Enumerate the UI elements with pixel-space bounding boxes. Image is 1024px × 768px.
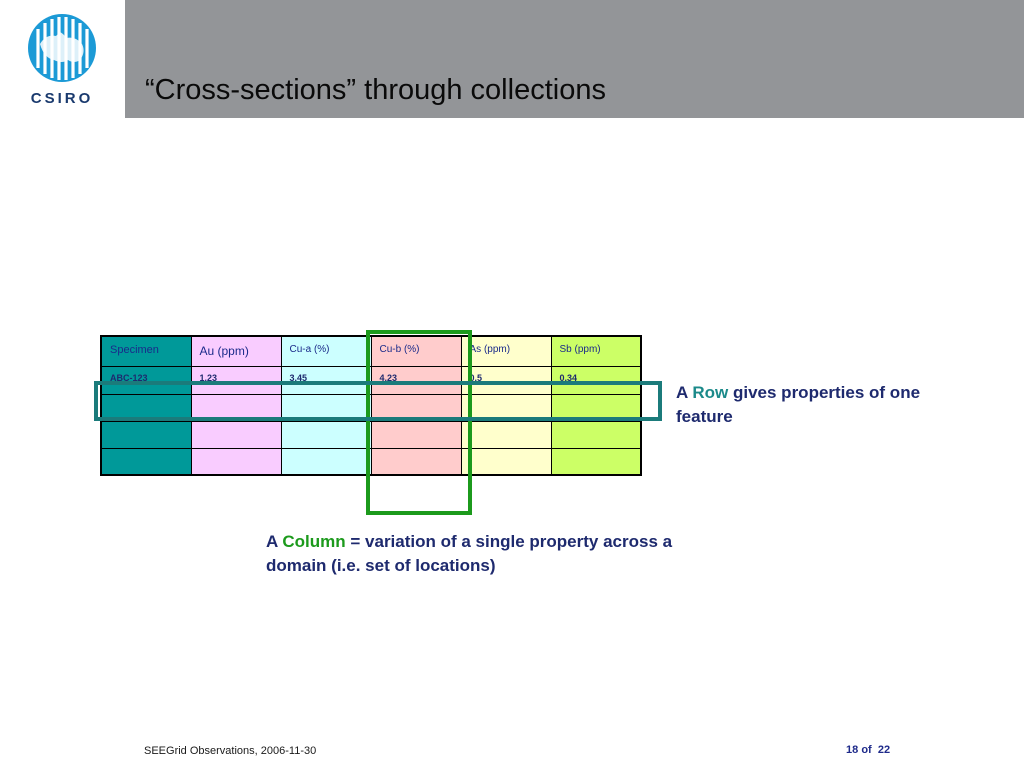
table-cell [550, 393, 642, 422]
table-cell [460, 420, 552, 449]
table-row: ABC-123 1.23 3.45 4.23 0.5 0.34 [100, 365, 642, 395]
data-table: Specimen Au (ppm) Cu-a (%) Cu-b (%) As (… [100, 335, 642, 476]
table-cell [280, 420, 372, 449]
table-cell [370, 393, 462, 422]
table-row [100, 447, 642, 476]
table-cell [460, 447, 552, 476]
csiro-logo-icon [28, 14, 96, 82]
table-row [100, 420, 642, 449]
table-cell [550, 447, 642, 476]
column-highlight-box [366, 330, 472, 515]
csiro-logo: CSIRO [20, 14, 104, 107]
column-caption-rest: = variation of a single property across … [266, 532, 673, 575]
table-row [100, 393, 642, 422]
table-cell: 1.23 [190, 365, 282, 395]
column-caption-prefix: A [266, 532, 283, 551]
header-cell-cu-b: Cu-b (%) [370, 335, 462, 367]
table-cell: 3.45 [280, 365, 372, 395]
row-caption-rest: gives properties of one feature [676, 383, 921, 426]
table-cell [280, 447, 372, 476]
header-cell-as: As (ppm) [460, 335, 552, 367]
slide-counter: 18 of 22 [846, 744, 890, 756]
table-cell [370, 420, 462, 449]
table-cell [100, 420, 192, 449]
table-cell: 0.34 [550, 365, 642, 395]
slide-total: 22 [877, 744, 891, 756]
table-cell [370, 447, 462, 476]
row-caption-prefix: A [676, 383, 693, 402]
table-cell [280, 393, 372, 422]
table-cell [190, 420, 282, 449]
row-highlight-box [94, 381, 662, 421]
csiro-logo-text: CSIRO [30, 90, 94, 107]
header-bar [125, 0, 1024, 118]
footer-text: SEEGrid Observations, 2006-11-30 [144, 745, 317, 757]
slide-of-label: of [861, 744, 872, 756]
slide-title: “Cross-sections” through collections [145, 74, 606, 106]
table-header-row: Specimen Au (ppm) Cu-a (%) Cu-b (%) As (… [100, 335, 642, 367]
table-cell [100, 447, 192, 476]
header-cell-au: Au (ppm) [190, 335, 282, 367]
header-cell-sb: Sb (ppm) [550, 335, 642, 367]
table-cell [190, 447, 282, 476]
table-cell: 0.5 [460, 365, 552, 395]
header-cell-specimen: Specimen [100, 335, 192, 367]
column-caption-keyword: Column [282, 532, 346, 551]
table-cell: ABC-123 [100, 365, 192, 395]
table-cell [550, 420, 642, 449]
row-caption: A Row gives properties of one feature [676, 381, 936, 429]
header-cell-cu-a: Cu-a (%) [280, 335, 372, 367]
slide-number: 18 [846, 744, 859, 756]
row-caption-keyword: Row [692, 383, 729, 402]
table-cell: 4.23 [370, 365, 462, 395]
column-caption: A Column = variation of a single propert… [266, 530, 686, 578]
table-cell [100, 393, 192, 422]
